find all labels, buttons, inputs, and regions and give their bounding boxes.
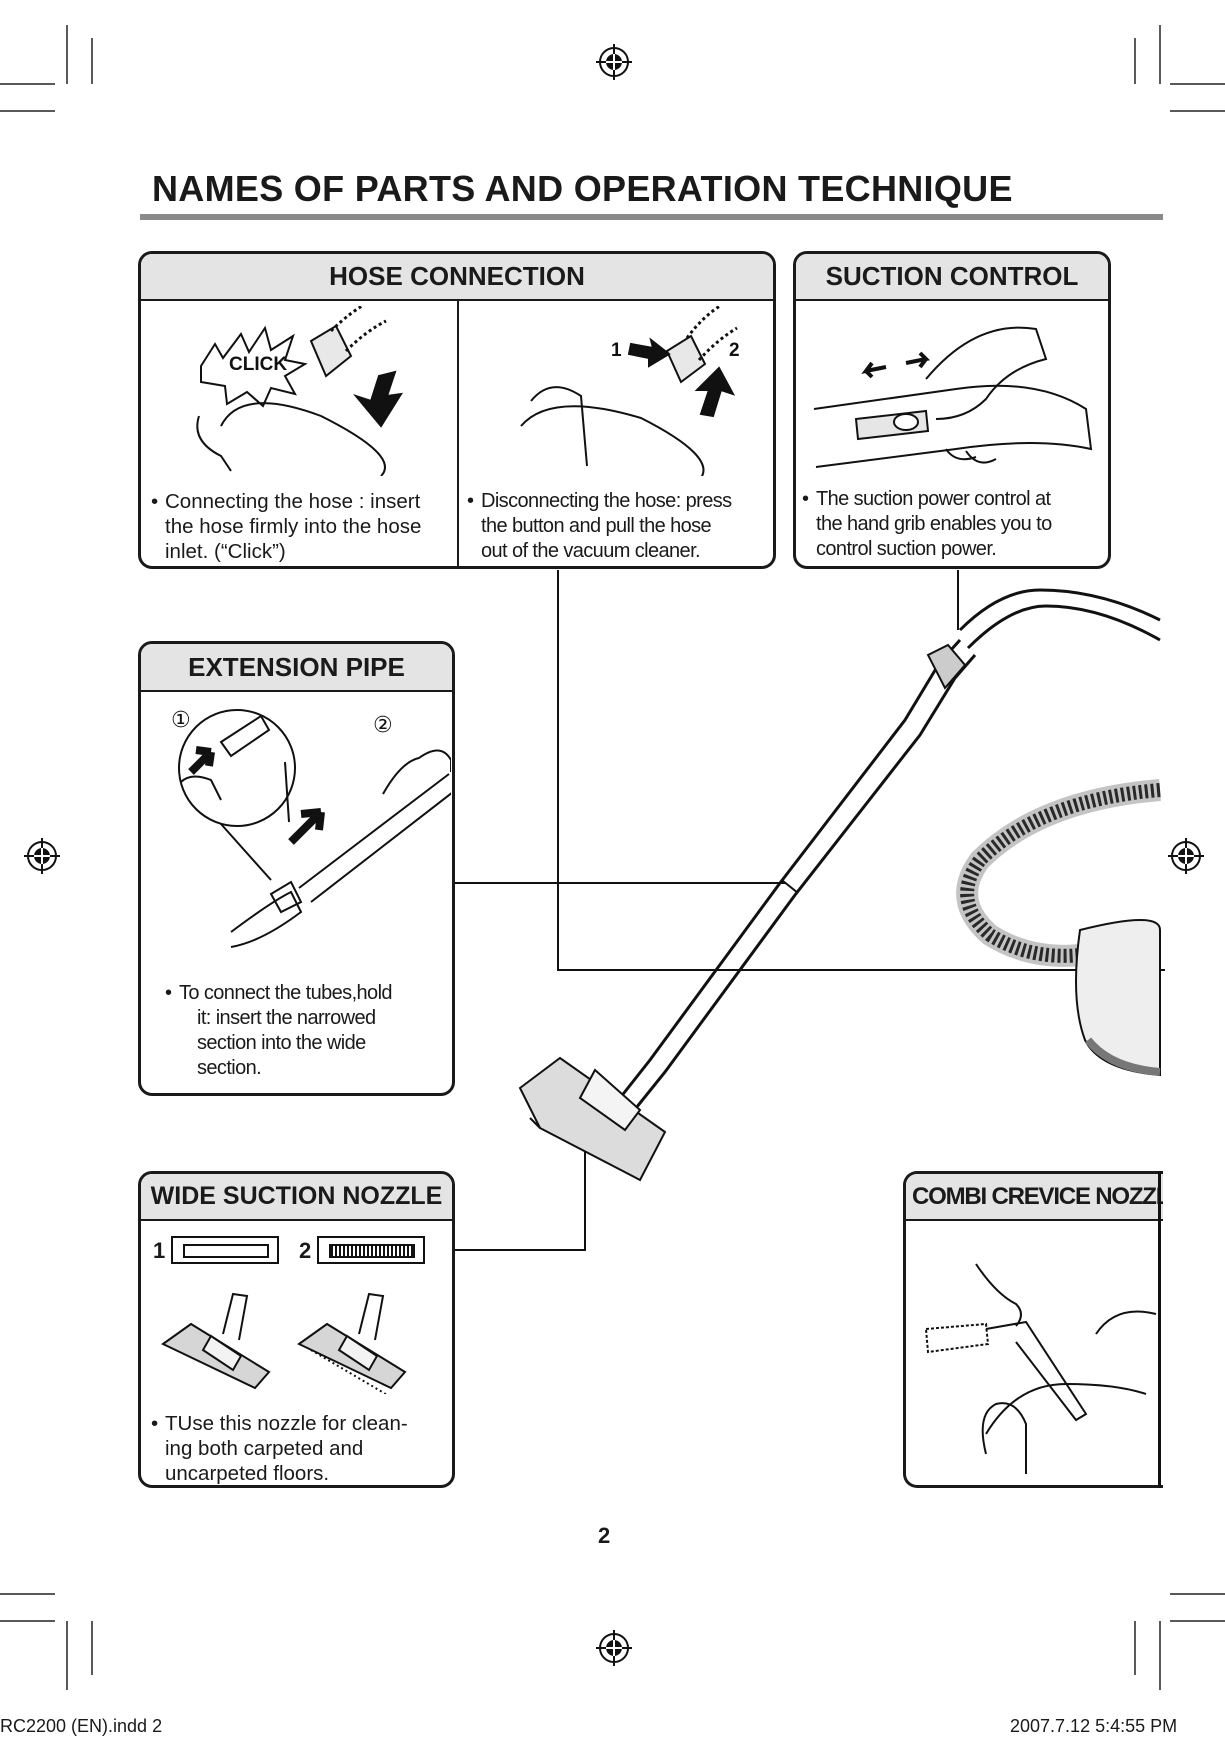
bullet: • [802, 488, 809, 510]
suction-control-header: SUCTION CONTROL [796, 254, 1108, 301]
wide-nozzle-caption: • TUse this nozzle for clean- ing both c… [151, 1411, 452, 1485]
page-number: 2 [598, 1523, 611, 1548]
caption-line: inlet. (“Click”) [165, 540, 286, 563]
footer-timestamp: 2007.7.12 5:4:55 PM [1010, 1716, 1178, 1736]
leader-wide-nozzle [455, 1105, 586, 1251]
nozzle-setting-2-icon [317, 1236, 425, 1264]
title-rule [140, 214, 1163, 220]
suction-control-caption: • The suction power control at the hand … [802, 487, 1106, 562]
nozzle-setting-1-label: 1 [153, 1238, 166, 1263]
registration-mark-top [596, 44, 632, 80]
combi-crevice-nozzle-panel: COMBI CREVICE NOZZLEC [903, 1171, 1163, 1488]
panel-divider [457, 301, 459, 566]
combi-crevice-illustration [924, 1263, 1157, 1474]
wide-nozzle-illustration [161, 1292, 407, 1394]
hose-disconnect-caption: • Disconnecting the hose: press the butt… [467, 489, 773, 564]
extension-pipe-illustration: ① ② [171, 708, 451, 948]
combi-crevice-nozzle-header: COMBI CREVICE NOZZLEC [906, 1174, 1163, 1221]
extension-pipe-header: EXTENSION PIPE [141, 644, 452, 692]
nozzle-setting-1-icon [171, 1236, 279, 1264]
page-title: NAMES OF PARTS AND OPERATION TECHNIQUE [152, 168, 1013, 209]
caption-line: control suction power. [816, 538, 997, 560]
hose-connect-caption: • Connecting the hose : insert the hose … [151, 489, 453, 564]
caption-line: Connecting the hose : insert [165, 490, 421, 513]
caption-line: the hose firmly into the hose [165, 515, 422, 538]
caption-line: it: insert the narrowed [197, 1007, 376, 1029]
caption-line: uncarpeted floors. [165, 1462, 330, 1485]
bullet: • [151, 490, 159, 513]
pipe-step-2: ② [373, 713, 393, 738]
hose-disconnect-illustration: 1 2 [520, 306, 740, 476]
footer-file-name: RC2200 (EN).indd 2 [0, 1716, 163, 1736]
caption-line: Disconnecting the hose: press [481, 490, 732, 512]
caption-line: the hand grib enables you to [816, 513, 1052, 535]
combi-header-text: COMBI CREVICE NOZZLE [912, 1183, 1163, 1210]
bullet: • [151, 1412, 159, 1435]
hose-step-2: 2 [729, 340, 740, 361]
caption-line: TUse this nozzle for clean- [165, 1412, 408, 1435]
bullet: • [165, 982, 172, 1004]
caption-line: To connect the tubes,hold [179, 982, 393, 1004]
extension-pipe-panel: EXTENSION PIPE ① ② • To connect the tube… [138, 641, 455, 1096]
wide-suction-nozzle-panel: WIDE SUCTION NOZZLE 1 2 • TUse this nozz… [138, 1171, 455, 1488]
click-label: CLICK [229, 354, 287, 375]
caption-line: the button and pull the hose [481, 515, 712, 537]
registration-mark-right [1168, 838, 1204, 874]
caption-line: out of the vacuum cleaner. [481, 540, 701, 562]
hose-connection-header: HOSE CONNECTION [141, 254, 773, 301]
caption-line: ing both carpeted and [165, 1437, 364, 1460]
registration-mark-bottom [596, 1630, 632, 1666]
caption-line: section. [197, 1057, 262, 1079]
combi-crevice-nozzle-panel-clip: COMBI CREVICE NOZZLEC [903, 1171, 1163, 1488]
suction-control-illustration [813, 326, 1093, 468]
suction-control-panel: SUCTION CONTROL • The suction power cont… [793, 251, 1111, 569]
leader-hose-connection [557, 570, 1165, 971]
caption-line: The suction power control at [816, 488, 1051, 510]
wide-suction-nozzle-header: WIDE SUCTION NOZZLE [141, 1174, 452, 1221]
panel-cut-edge [1158, 1171, 1161, 1488]
caption-line: section into the wide [197, 1032, 366, 1054]
bullet: • [467, 490, 474, 512]
extension-pipe-caption: • To connect the tubes,hold it: insert t… [165, 981, 449, 1081]
nozzle-setting-2-label: 2 [299, 1238, 312, 1263]
pipe-step-1: ① [171, 708, 191, 733]
hose-step-1: 1 [611, 340, 622, 361]
registration-mark-left [24, 838, 60, 874]
hose-click-illustration: CLICK [196, 306, 403, 476]
hose-connection-panel: HOSE CONNECTION CLICK 1 2 • Connecting t… [138, 251, 776, 569]
